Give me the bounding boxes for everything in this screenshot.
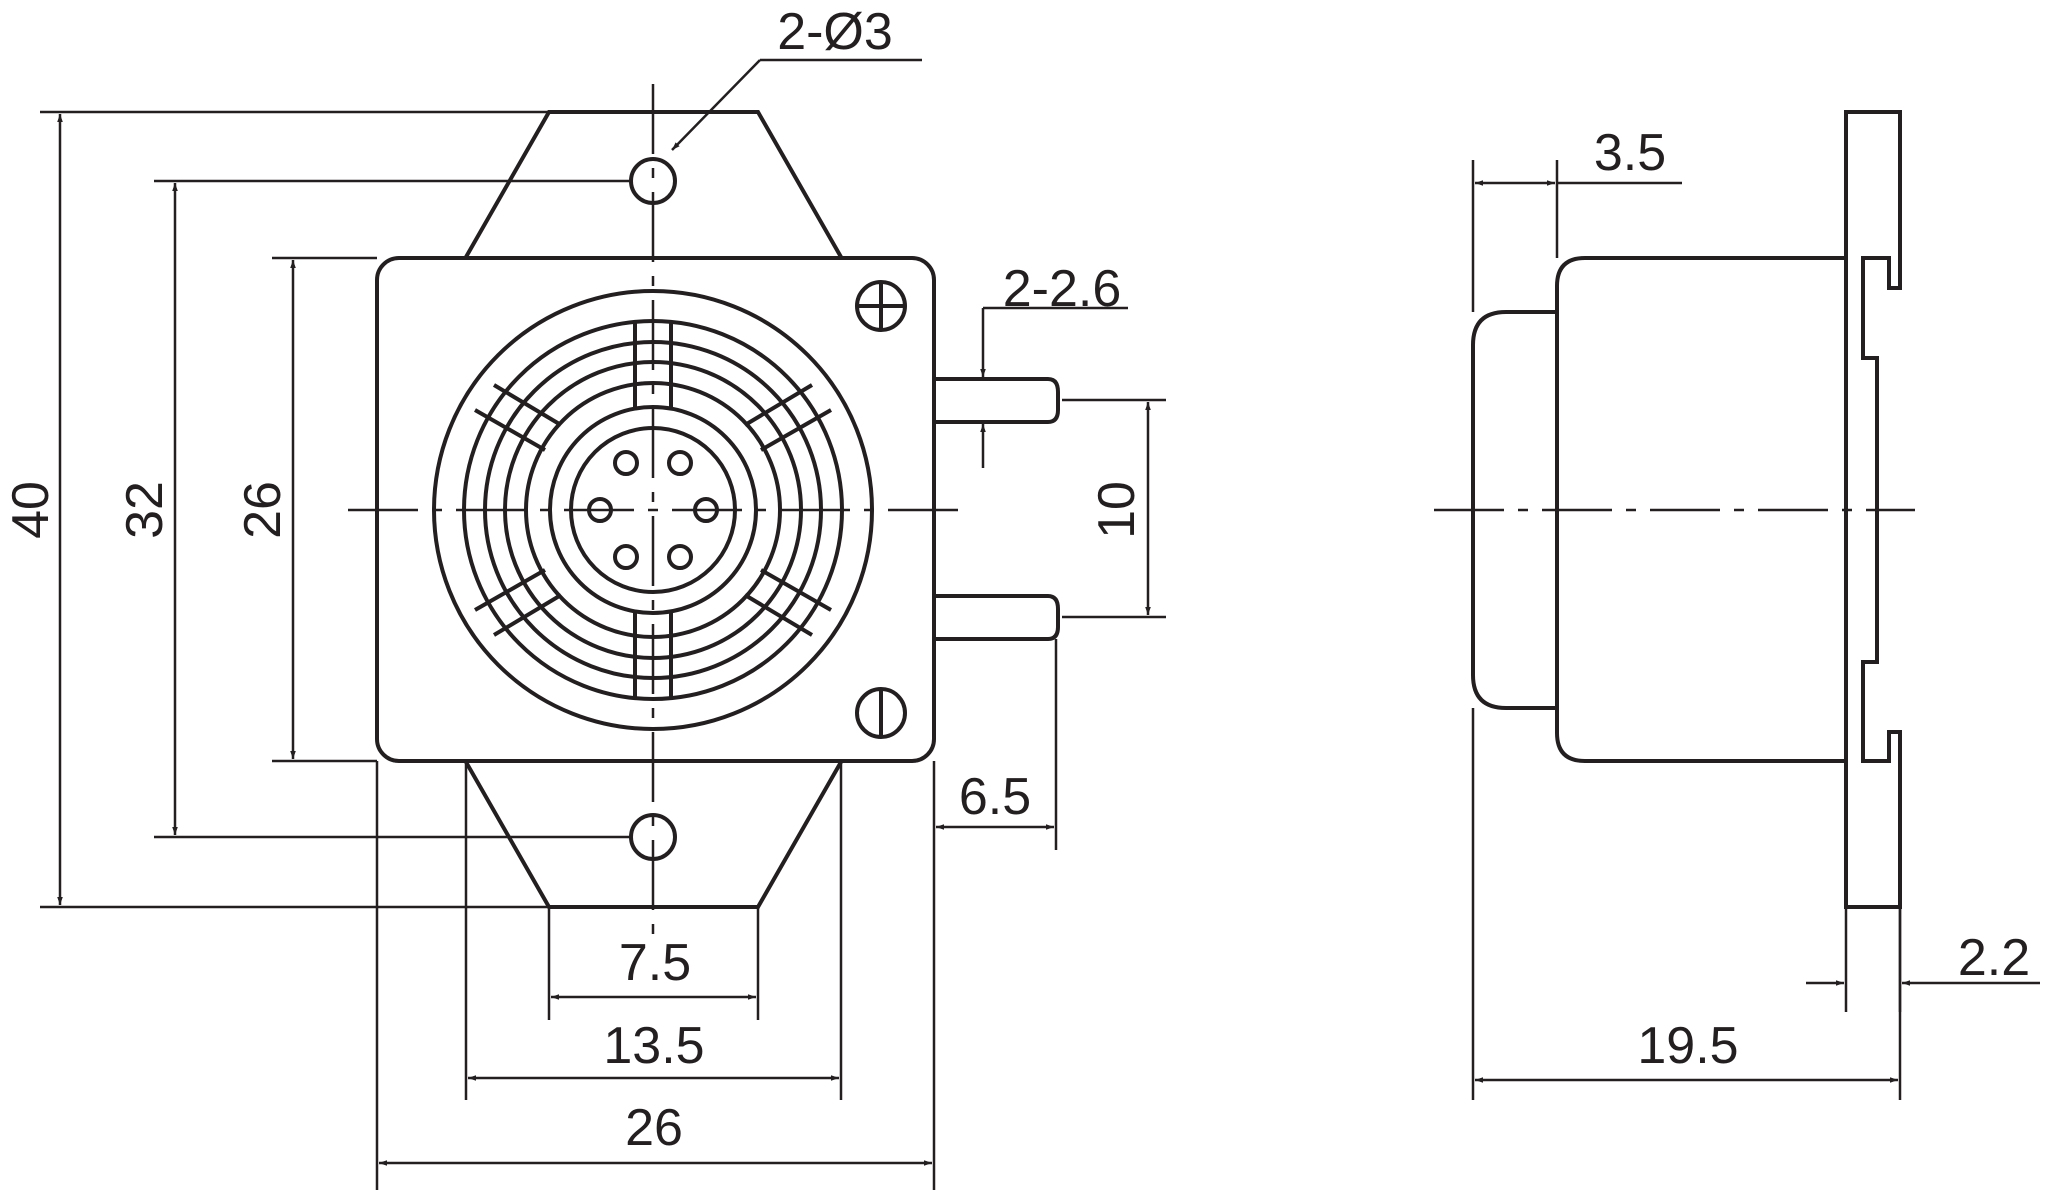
dim-label-32: 32	[116, 481, 174, 539]
side-dimensions: 3.5 19.5 2.2	[1471, 124, 2040, 1100]
side-view	[1434, 110, 1915, 909]
dim-label-26-horizontal: 26	[625, 1099, 683, 1157]
pin-top	[934, 377, 1060, 424]
dim-label-3-5: 3.5	[1594, 124, 1666, 182]
dim-label-13-5: 13.5	[603, 1017, 704, 1075]
front-dimensions: 40 32 26 2-Ø3 2-2.6 10 6.5 7.5	[2, 3, 1166, 1190]
screw-top-right	[855, 280, 907, 332]
dim-label-2-2: 2.2	[1958, 929, 2030, 987]
label-holes: 2-Ø3	[777, 3, 893, 61]
dim-label-10: 10	[1088, 481, 1146, 539]
front-view	[348, 84, 1060, 936]
dim-label-7-5: 7.5	[619, 934, 691, 992]
dim-label-6-5: 6.5	[959, 768, 1031, 826]
label-pins: 2-2.6	[1003, 260, 1122, 318]
dim-label-19-5: 19.5	[1637, 1017, 1738, 1075]
pin-bottom	[934, 594, 1060, 641]
dim-label-26-vertical: 26	[234, 481, 292, 539]
dim-label-40: 40	[2, 481, 60, 539]
leader-holes	[671, 59, 761, 151]
screw-bottom-right	[855, 687, 907, 739]
